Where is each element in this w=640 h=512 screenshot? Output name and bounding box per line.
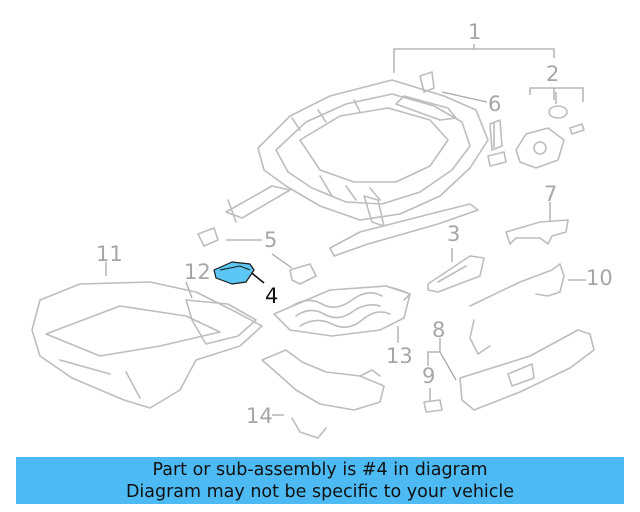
callout-6: 6 <box>488 92 502 116</box>
wire-part-10 <box>469 263 565 355</box>
leader-2 <box>529 87 584 102</box>
clip-part-5 <box>197 227 317 285</box>
highlighted-part-4 <box>213 261 255 285</box>
callout-9: 9 <box>422 364 436 388</box>
leader-6 <box>441 91 488 103</box>
callout-10: 10 <box>586 266 613 290</box>
trim-part-3 <box>427 255 485 293</box>
mat-part-13 <box>273 285 411 337</box>
seat-frame-part-1 <box>225 79 489 257</box>
bracket-part-6 <box>419 71 507 167</box>
callout-7: 7 <box>544 182 558 206</box>
banner-line-disclaimer: Diagram may not be specific to your vehi… <box>125 481 515 502</box>
callout-3: 3 <box>447 222 461 246</box>
bracket-part-7 <box>505 219 569 245</box>
leader-8 <box>427 338 441 366</box>
info-banner: Part or sub-assembly is #4 in diagram Di… <box>16 457 624 504</box>
clip-part-9 <box>423 399 443 413</box>
callout-1: 1 <box>468 20 482 44</box>
banner-line-part-number: Part or sub-assembly is #4 in diagram <box>152 459 488 480</box>
callout-13: 13 <box>386 344 413 368</box>
harness-part-14 <box>261 349 385 439</box>
leader-1 <box>393 48 555 73</box>
motor-part-2 <box>515 105 585 169</box>
callout-2: 2 <box>546 62 560 86</box>
diagram-drawing <box>31 44 595 439</box>
callout-5: 5 <box>264 228 278 252</box>
parts-diagram: 1 2 3 4 5 6 7 8 9 10 11 12 13 14 <box>31 20 613 439</box>
callout-4: 4 <box>265 284 279 308</box>
side-shield-part-8 <box>459 329 595 411</box>
pad-part-12 <box>185 299 257 345</box>
callout-12: 12 <box>184 260 211 284</box>
seat-cushion-part-11 <box>31 281 263 409</box>
callout-8: 8 <box>432 318 446 342</box>
callout-11: 11 <box>96 242 123 266</box>
callout-14: 14 <box>246 404 273 428</box>
